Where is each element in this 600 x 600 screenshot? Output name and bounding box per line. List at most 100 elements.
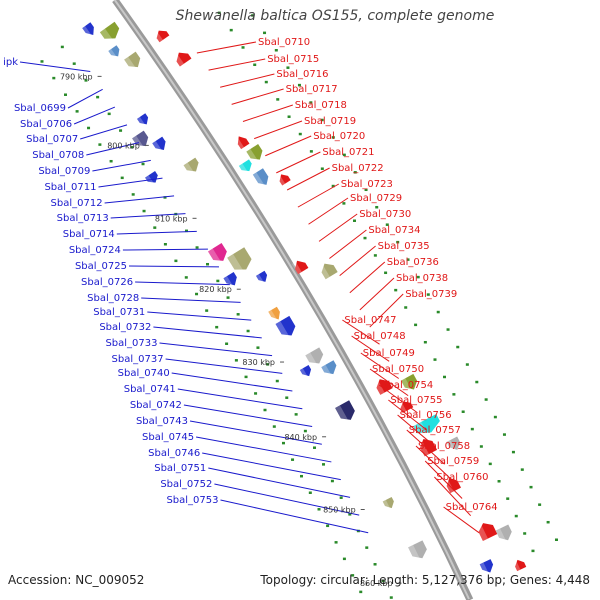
track-dot [309,101,313,104]
left-label-leader [122,248,208,251]
gene-feature [299,364,312,379]
left-gene-label: Sbal_0733 [105,338,157,349]
right-label-leader [349,261,386,294]
gene-feature [152,136,166,154]
left-gene-label: Sbal_0728 [87,293,139,304]
track-dot [109,159,113,163]
gene-arrow [479,559,494,573]
track-dot [493,415,497,419]
track-dot [331,136,335,139]
left-label-leader [19,61,91,73]
right-gene-label: Sbal_0764 [446,502,498,513]
right-label-leader [254,120,303,140]
gene-arrow [446,436,460,450]
track-dot [40,60,44,63]
gene-feature [397,401,414,413]
gene-arrow [207,243,227,261]
track-dot [308,491,312,494]
track-dot [488,462,492,466]
left-label-leader [220,499,369,534]
track-dot [396,240,400,244]
gene-shade [417,439,430,457]
gene-shade [275,321,290,340]
track-dot [215,325,219,329]
gene-arrow [268,306,280,320]
gene-arrow [252,168,269,185]
track-dot [365,546,369,549]
track-dot [75,110,79,113]
track-dot [331,184,335,188]
track-dot [406,258,410,261]
track-dot [373,563,377,566]
gene-shade [382,499,391,511]
track-dot [303,429,307,433]
left-label-leader [202,452,341,481]
right-label-leader [369,368,409,397]
gene-shade [227,254,244,275]
track-dot [153,226,157,229]
gene-arrow [376,379,393,395]
gene-shade [408,544,421,562]
gene-feature [268,306,280,323]
track-dot [253,63,257,67]
left-gene-label: Sbal_0699 [14,103,66,114]
backbone-highlight [113,0,470,600]
track-dot [416,275,420,279]
track-dot [287,115,291,118]
left-label-leader [110,213,186,219]
track-dot [456,345,460,349]
track-dot [334,541,338,544]
track-dot [330,479,334,483]
track-dot [276,98,280,101]
track-dot [414,323,418,327]
gene-shade [512,560,521,572]
left-gene-label: Sbal_0714 [63,229,115,240]
track-dot [286,66,290,69]
track-dot [320,167,324,170]
track-dot [263,31,267,35]
right-gene-label: Sbal_0736 [387,257,439,268]
gene-shade [252,172,265,189]
track-dot [353,219,357,222]
left-label-leader [67,88,103,109]
gene-feature [291,260,309,275]
gene-arrow [237,136,250,150]
gene-shade [413,421,428,439]
left-gene-label: Sbal_0726 [81,277,133,288]
left-label-leader [159,342,273,357]
left-label-leader [86,142,140,156]
right-gene-label: Sbal_0759 [427,456,479,467]
gene-feature [246,144,263,164]
gene-feature [408,540,427,562]
track-dot [263,408,267,412]
gene-shade [223,276,234,289]
right-gene-label: Sbal_0748 [354,331,406,342]
left-gene-label: Sbal_0725 [75,261,127,272]
left-label-leader [116,230,197,235]
track-dot [426,293,430,296]
left-label-leader [165,358,283,374]
track-dot [470,427,474,431]
gene-shade [401,378,413,393]
track-dot [381,579,385,583]
right-label-leader [369,293,404,328]
gene-feature [335,400,355,424]
gene-shade [207,248,222,266]
right-gene-label: Sbal_0710 [258,37,310,48]
gene-shade [108,49,117,60]
gene-feature [413,413,440,439]
left-gene-label: Sbal_0731 [93,307,145,318]
gene-shade [397,402,407,413]
gene-feature [234,136,250,150]
track-dot [141,162,145,166]
track-dot [384,271,388,275]
left-label-leader [189,420,322,445]
gene-arrow [413,413,440,434]
gene-arrow [515,559,527,572]
right-gene-label: Sbal_0739 [405,289,457,300]
right-gene-label: Sbal_0756 [400,410,452,421]
track-dot [342,153,346,157]
track-dot [205,309,209,312]
left-label-leader [147,311,252,321]
